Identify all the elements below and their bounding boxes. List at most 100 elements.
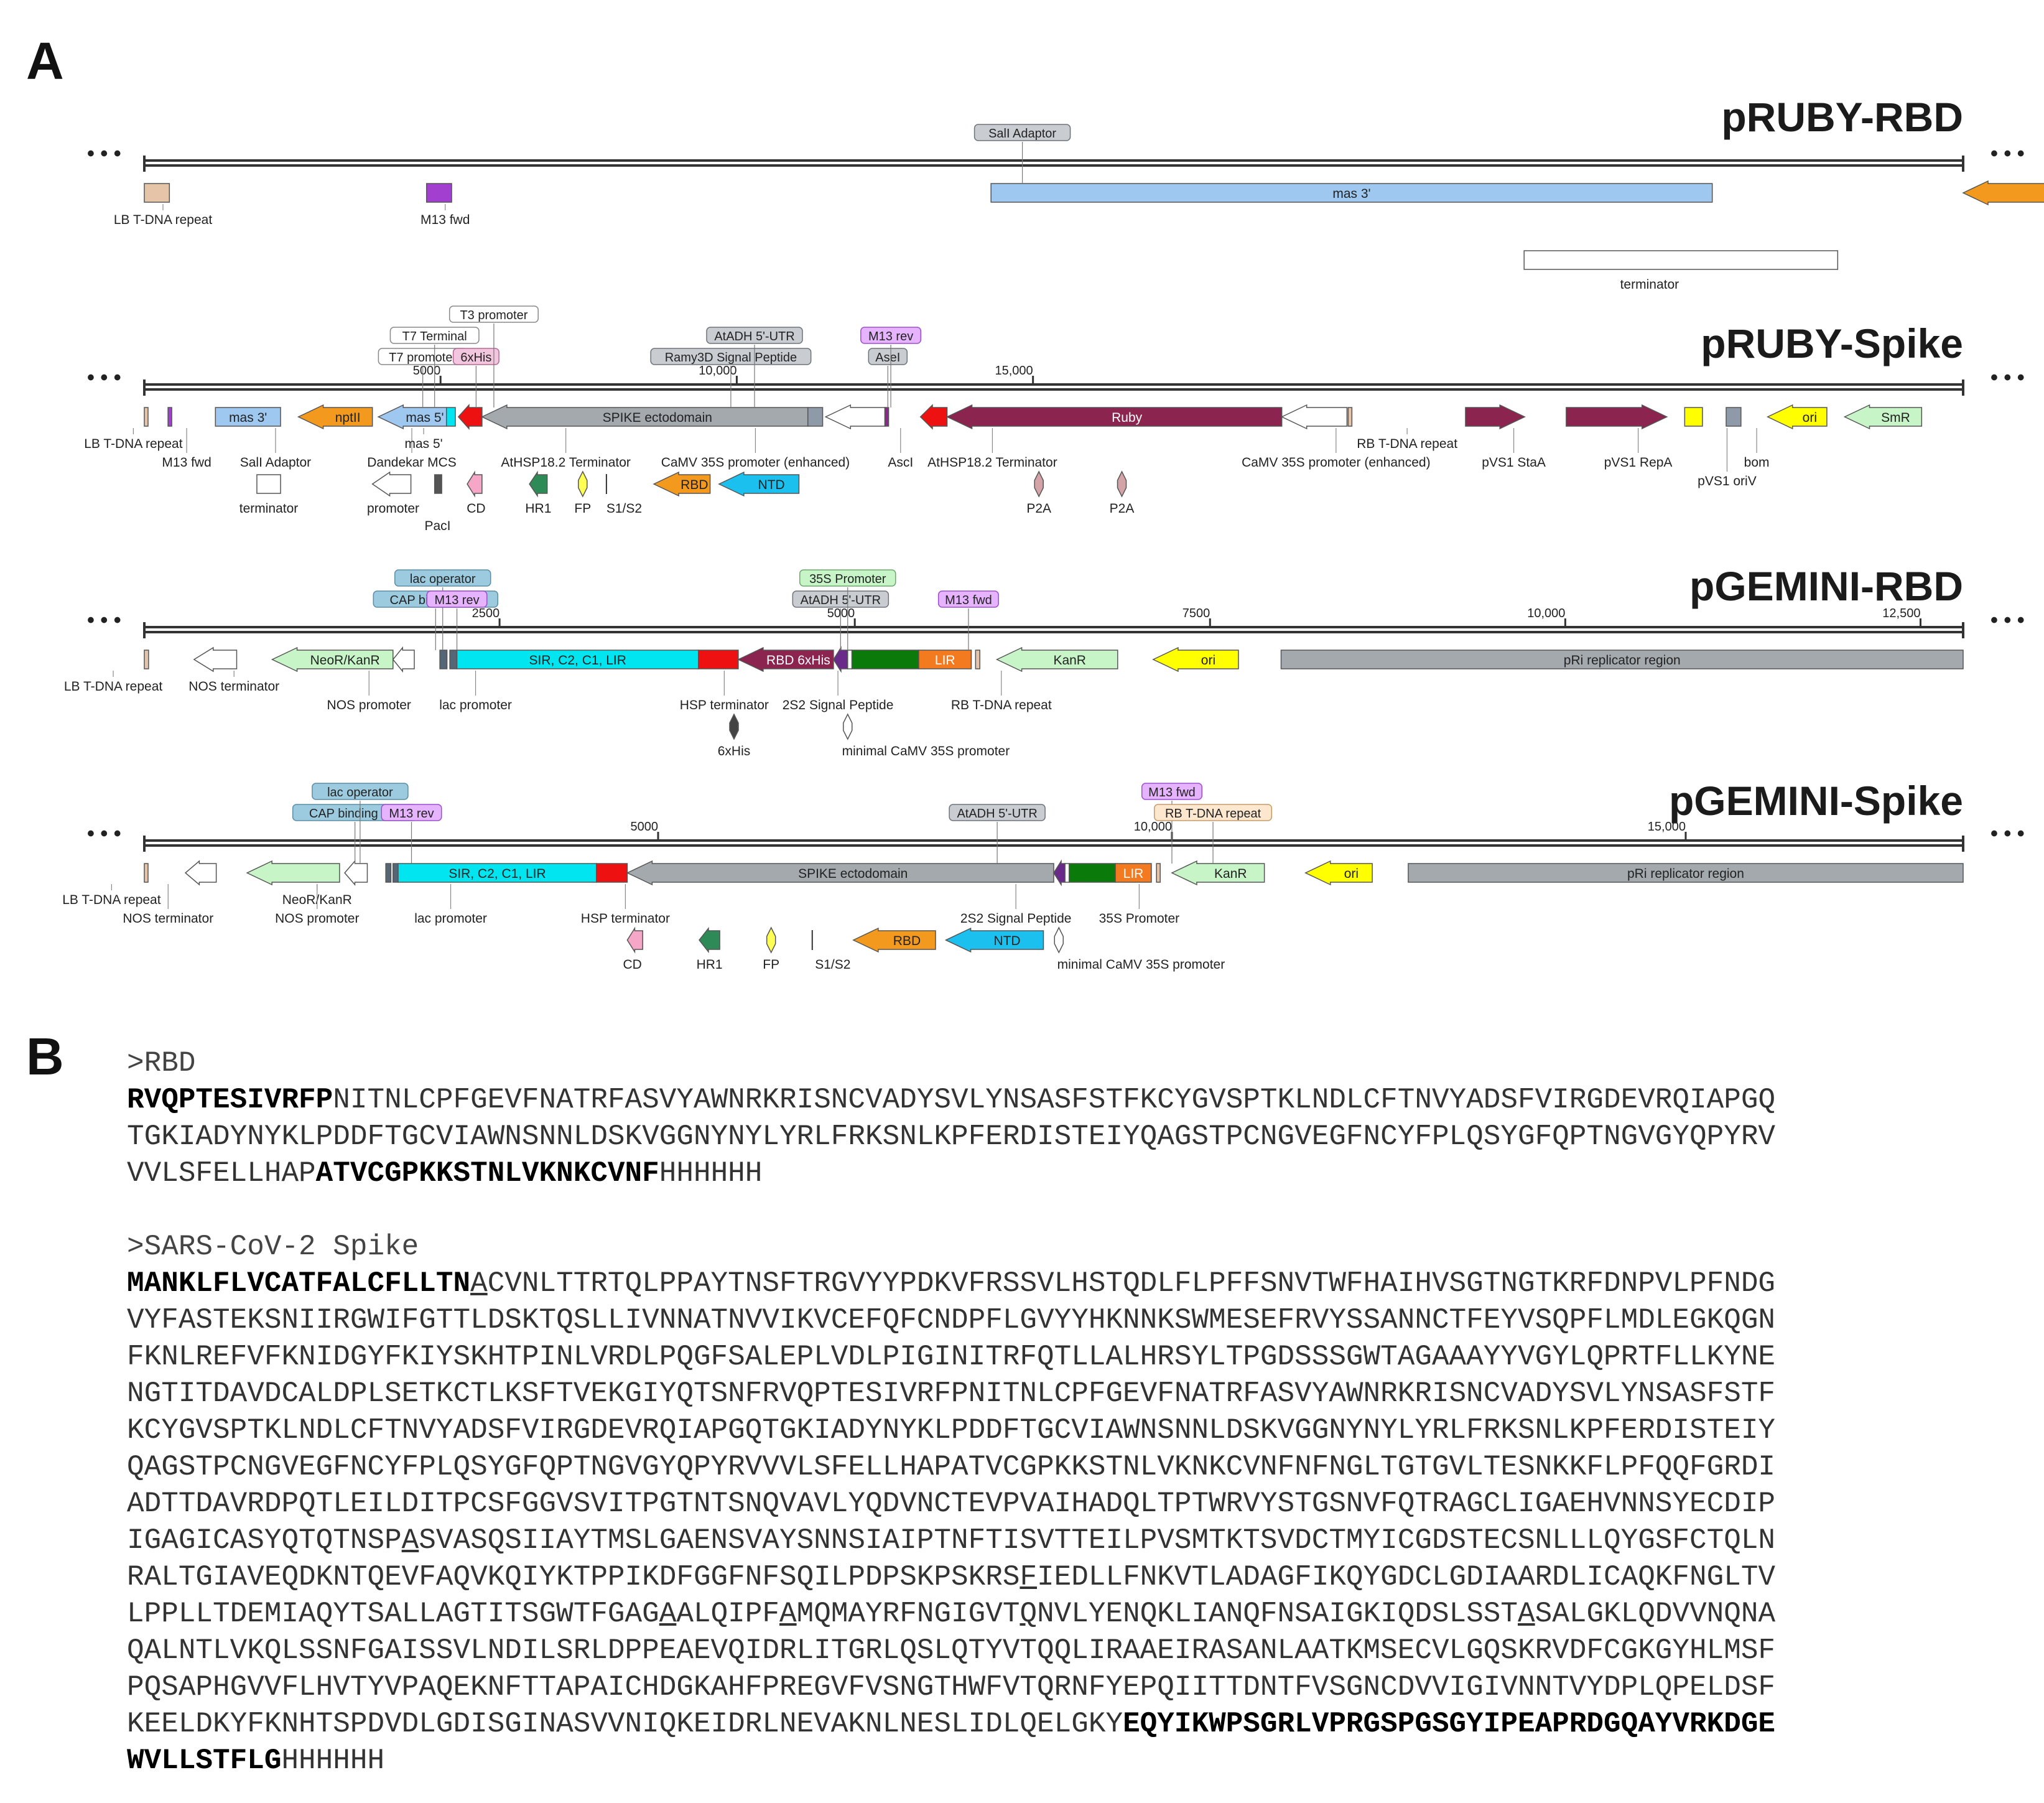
feature-tag-label: RB T-DNA repeat (1165, 807, 1261, 821)
sequence-segment: IEDLLFNKVTLADAGFIKQYGDCLGDIAARDLICAQKFNG… (1037, 1561, 1776, 1593)
feature-arrow (1304, 860, 1373, 886)
feature-arrow (1843, 404, 1923, 430)
feature-tag-label: T7 Terminal (402, 330, 467, 343)
feature-tag (799, 569, 896, 587)
sequence-segment: QALNTLVKQLSSNFGAISSVLNDILSRLDPPEAEVQIDRL… (127, 1634, 1776, 1667)
sequence-bold-segment: WVLLSTFLG (127, 1745, 282, 1777)
sequence-line: KEELDKYFKNHTSPDVDLGDISGINASVVNIQKEIDRLNE… (127, 1706, 1981, 1743)
sequence-line: RALTGIAVEQDKNTQEVFAQVKQIYKTPPIKDFGGFNFSQ… (127, 1559, 1981, 1596)
feature-block (439, 650, 448, 669)
feature-tag (312, 783, 409, 800)
feature-name: SalI Adaptor (240, 455, 311, 470)
feature-tag-label: CAP binding site (309, 807, 401, 821)
feature-tag (868, 348, 908, 365)
feature-arrow (824, 404, 886, 430)
feature-tag (426, 590, 488, 608)
feature-name: NOS terminator (123, 911, 213, 926)
sequence-segment: MQMAYRFNGIGVT (796, 1598, 1020, 1630)
subfeature-arrow (529, 470, 548, 498)
panel-a-label: A (26, 32, 64, 90)
subfeature-arrow (944, 927, 1044, 953)
feature-block (918, 650, 972, 669)
subfeature-marker (843, 713, 853, 740)
feature-name: M13 fwd (420, 213, 470, 227)
sequence-line: FKNLREFVFKNIDGYFKIYSKHTPINLVRDLPQGFSALEP… (127, 1339, 1981, 1376)
feature-tag (973, 124, 1071, 141)
subfeature-name: promoter (367, 501, 419, 516)
feature-label: SPIKE ectodomain (603, 411, 712, 425)
feature-block (1069, 863, 1116, 883)
feature-block (456, 650, 699, 669)
feature-label: LIR (1123, 867, 1144, 881)
feature-name: lac promoter (414, 911, 487, 926)
subfeature-name: HR1 (697, 957, 723, 972)
feature-arrow (1152, 646, 1239, 673)
sequence-line: MANKLFLVCATFALCFLLTNACVNLTTRTQLPPAYTNSFT… (127, 1265, 1981, 1302)
sequence-segment: CVNLTTRTQLPPAYTNSFTRGVYYPDKVFRSSVLHSTQDL… (487, 1267, 1776, 1300)
feature-name: LB T-DNA repeat (64, 679, 163, 694)
subfeature-name: FP (574, 501, 591, 516)
sequence-bold-segment: RVQPTESIVRFP (127, 1084, 333, 1116)
feature-tag (448, 305, 539, 323)
feature-name: Dandekar MCS (367, 455, 457, 470)
feature-arrow (1465, 404, 1526, 430)
feature-tag (706, 327, 803, 344)
feature-tag (792, 590, 890, 608)
ellipsis-left: • • • (87, 608, 121, 632)
sequence-segment: IGAGICASYQTQTNSP (127, 1524, 402, 1557)
sequence-underlined-residue: A (401, 1524, 419, 1557)
tick-label: 15,000 (995, 364, 1033, 378)
feature-block (449, 650, 458, 669)
feature-tag (1154, 804, 1273, 821)
sequence-segment: TGKIADYNYKLPDDFTGCVIAWNSNNLDSKVGGNYNYLYR… (127, 1120, 1776, 1153)
ellipsis-right: • • • (1991, 142, 2025, 165)
sequence-bold-segment: EQYIKWPSGRLVPRGSPGSGYIPEAPRDGQAYVRKDGE (1123, 1708, 1776, 1740)
feature-name: RB T-DNA repeat (951, 698, 1052, 712)
feature-block (1064, 863, 1070, 883)
feature-tag (381, 804, 442, 821)
subfeature-block (1523, 250, 1839, 270)
feature-arrow (995, 646, 1118, 673)
subfeature-marker (766, 926, 776, 954)
subfeature-marker (1117, 470, 1127, 498)
tick-label: 2500 (472, 607, 500, 620)
feature-block (1726, 407, 1742, 427)
sequence-bold-segment: ATVCGPKKSTNLVKNKCVNF (315, 1157, 659, 1190)
feature-block (397, 863, 597, 883)
feature-block (807, 407, 824, 427)
subfeature-arrow (852, 927, 936, 953)
feature-tag-label: M13 fwd (945, 594, 992, 607)
sequence-segment: HHHHHH (281, 1745, 385, 1777)
ellipsis-left: • • • (87, 142, 121, 165)
feature-name: AscI (888, 455, 913, 470)
sequence-segment: ALQIPF (676, 1598, 779, 1630)
feature-tag (949, 804, 1046, 821)
feature-tag (650, 348, 812, 365)
feature-label: ori (1803, 411, 1817, 425)
feature-tag (860, 327, 922, 344)
ellipsis-left: • • • (87, 822, 121, 846)
subfeature-arrow (371, 471, 412, 497)
feature-block (990, 183, 1713, 203)
feature-block (698, 650, 739, 669)
feature-block (144, 650, 149, 669)
feature-name: pVS1 RepA (1604, 455, 1673, 470)
feature-label: nptII (335, 411, 361, 425)
feature-label: mas 3' (1332, 187, 1370, 201)
subfeature-arrow (467, 470, 483, 498)
feature-name: LB T-DNA repeat (62, 893, 161, 907)
subfeature-name: minimal CaMV 35S promoter (1057, 957, 1225, 972)
sequence-segment: VVLSFELLHAP (127, 1157, 316, 1190)
sequence-line: NGTITDAVDCALDPLSETKCTLKSFTVEKGIYQTSNFRVQ… (127, 1376, 1981, 1412)
sequence-segment: ADTTDAVRDPQTLEILDITPCSFGGVSVITPGTNTSNQVA… (127, 1488, 1776, 1520)
sequence-line: VVLSFELLHAPATVCGPKKSTNLVKNKCVNFHHHHHH (127, 1155, 1981, 1192)
feature-arrow (1962, 180, 2044, 206)
feature-label: ori (1344, 867, 1359, 881)
subfeature-marker (1034, 470, 1044, 498)
feature-tag-label: M13 rev (389, 807, 434, 821)
tick-label: 5000 (630, 820, 658, 834)
feature-block (425, 183, 452, 203)
feature-arrow (297, 404, 373, 430)
feature-tag-label: T3 promoter (460, 309, 527, 322)
